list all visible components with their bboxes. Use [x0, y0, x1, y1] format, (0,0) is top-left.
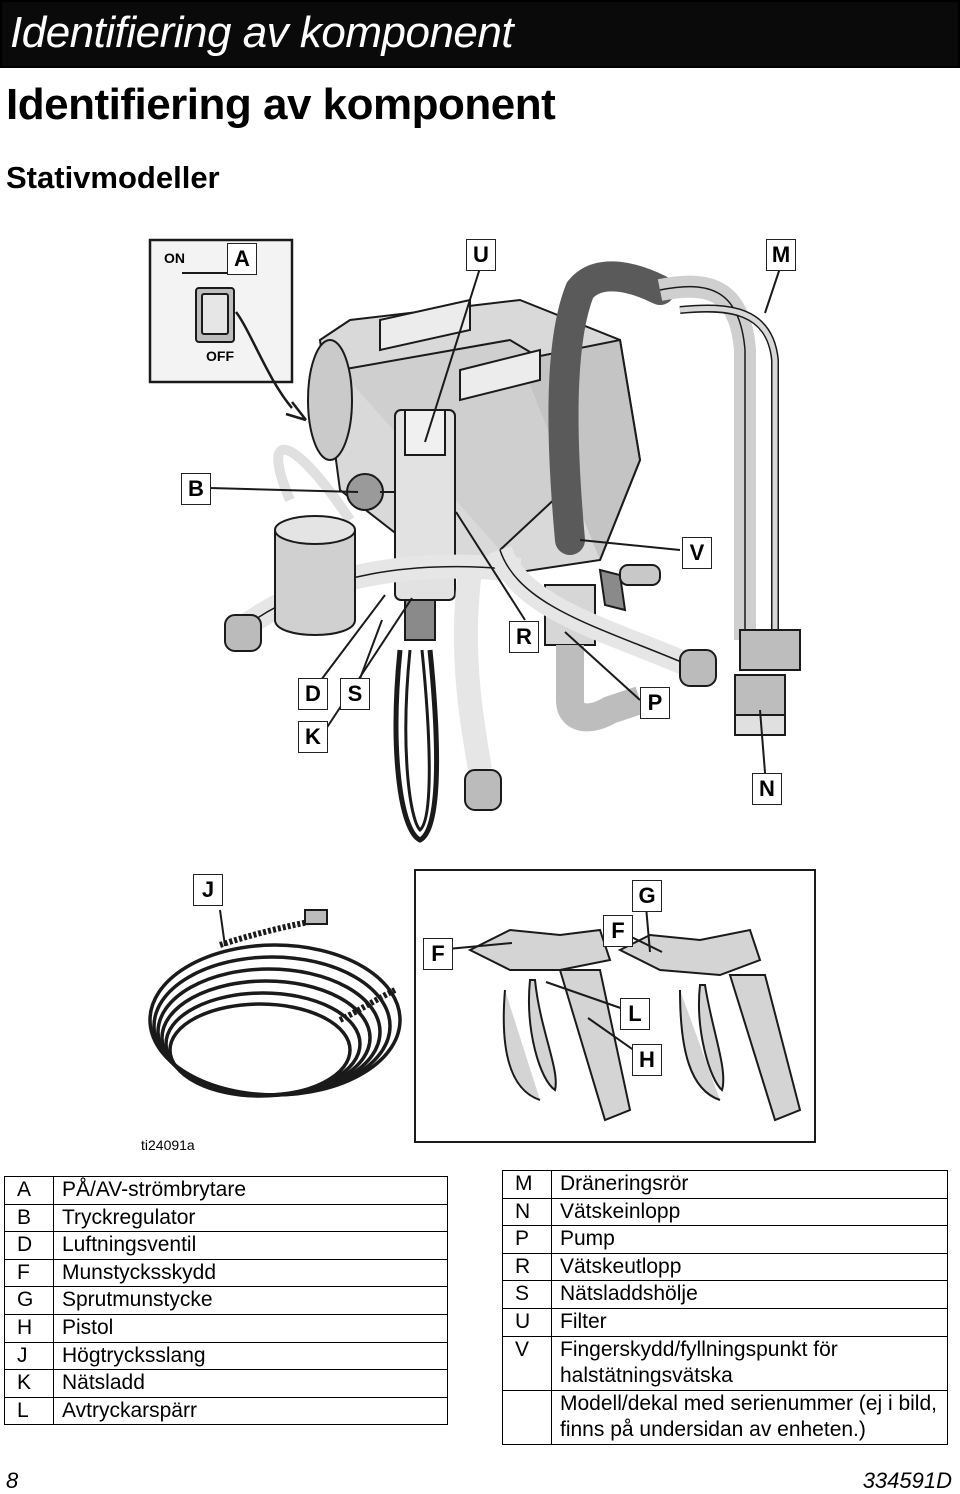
legend-key: F: [4, 1258, 54, 1288]
page-subtitle: Stativmodeller: [6, 160, 220, 195]
callout-p: P: [640, 687, 670, 719]
section-header-title: Identifiering av komponent: [10, 8, 514, 57]
page-title: Identifiering av komponent: [6, 80, 556, 129]
suction-hose: [548, 261, 675, 555]
legend-key: N: [502, 1197, 552, 1227]
legend-label: Högtrycksslang: [53, 1341, 448, 1371]
legend-label: Munstycksskydd: [53, 1258, 448, 1288]
document-number: 334591D: [862, 1468, 952, 1493]
power-cord: [393, 649, 440, 843]
callout-n: N: [752, 773, 782, 805]
callout-f-tip: F: [603, 915, 633, 947]
legend-key: A: [4, 1176, 54, 1205]
legend-key: J: [4, 1341, 54, 1371]
legend-key: K: [4, 1369, 54, 1398]
legend-key: L: [4, 1396, 54, 1426]
legend-label: Filter: [551, 1307, 948, 1337]
legend-key: [502, 1389, 552, 1445]
legend-label: Tryckregulator: [53, 1203, 448, 1233]
legend-label: Sprutmunstycke: [53, 1286, 448, 1315]
callout-h: H: [632, 1044, 662, 1076]
spray-gun-2: [617, 928, 802, 1122]
legend-key: S: [502, 1280, 552, 1309]
legend-key: B: [4, 1203, 54, 1233]
drain-fitting: [739, 629, 801, 671]
finger-guard: [598, 568, 627, 612]
callout-b: B: [181, 473, 211, 505]
legend-label: Luftningsventil: [53, 1231, 448, 1260]
legend-key: H: [4, 1313, 54, 1343]
hose-coil: [148, 943, 402, 1098]
drain-tube: [657, 275, 756, 640]
switch-on-label: ON: [164, 250, 185, 266]
callout-m: M: [766, 239, 796, 271]
callout-r: R: [509, 621, 539, 653]
legend-label: Pistol: [53, 1313, 448, 1343]
figure-id: ti24091a: [141, 1137, 195, 1153]
legend-label: PÅ/AV-strömbrytare: [53, 1176, 448, 1205]
callout-s: S: [340, 678, 370, 710]
switch-off-label: OFF: [206, 348, 234, 364]
section-header-bar: Identifiering av komponent: [0, 0, 960, 68]
inlet-fitting: [734, 674, 786, 716]
legend-key: U: [502, 1307, 552, 1337]
legend-label: Pump: [551, 1225, 948, 1254]
callout-j: J: [193, 874, 223, 906]
bucket: [274, 530, 356, 636]
page-number: 8: [6, 1468, 19, 1493]
legend-key: V: [502, 1335, 552, 1391]
callout-v: V: [682, 537, 712, 569]
callout-g: G: [632, 880, 662, 912]
legend-label: Nätsladd: [53, 1369, 448, 1398]
legend-label: Vätskeinlopp: [551, 1197, 948, 1227]
sprayer-drawing: [148, 238, 816, 1143]
legend-label: Nätsladdshölje: [551, 1280, 948, 1309]
callout-f-guard: F: [423, 938, 453, 970]
callout-k: K: [298, 721, 328, 753]
legend-label: Dräneringsrör: [551, 1170, 948, 1199]
legend-key: M: [502, 1170, 552, 1199]
callout-u: U: [466, 239, 496, 271]
table-row: Modell/dekal med serienummer (ej i bild,…: [502, 1389, 948, 1445]
legend-label: Modell/dekal med serienummer (ej i bild,…: [551, 1389, 948, 1445]
legend-key: R: [502, 1252, 552, 1282]
callout-a: A: [227, 243, 257, 275]
legend-label: Avtryckarspärr: [53, 1396, 448, 1426]
spray-gun-1: [467, 928, 632, 1122]
component-illustration: A U M B V R D S P K N J G F F L H ON OFF: [0, 230, 960, 1165]
callout-l: L: [620, 998, 650, 1030]
legend-key: G: [4, 1286, 54, 1315]
legend-label: Fingerskydd/fyllningspunkt för halstätni…: [551, 1335, 948, 1391]
legend-label: Vätskeutlopp: [551, 1252, 948, 1282]
callout-d: D: [298, 678, 328, 710]
legend-key: D: [4, 1231, 54, 1260]
legend-key: P: [502, 1225, 552, 1254]
